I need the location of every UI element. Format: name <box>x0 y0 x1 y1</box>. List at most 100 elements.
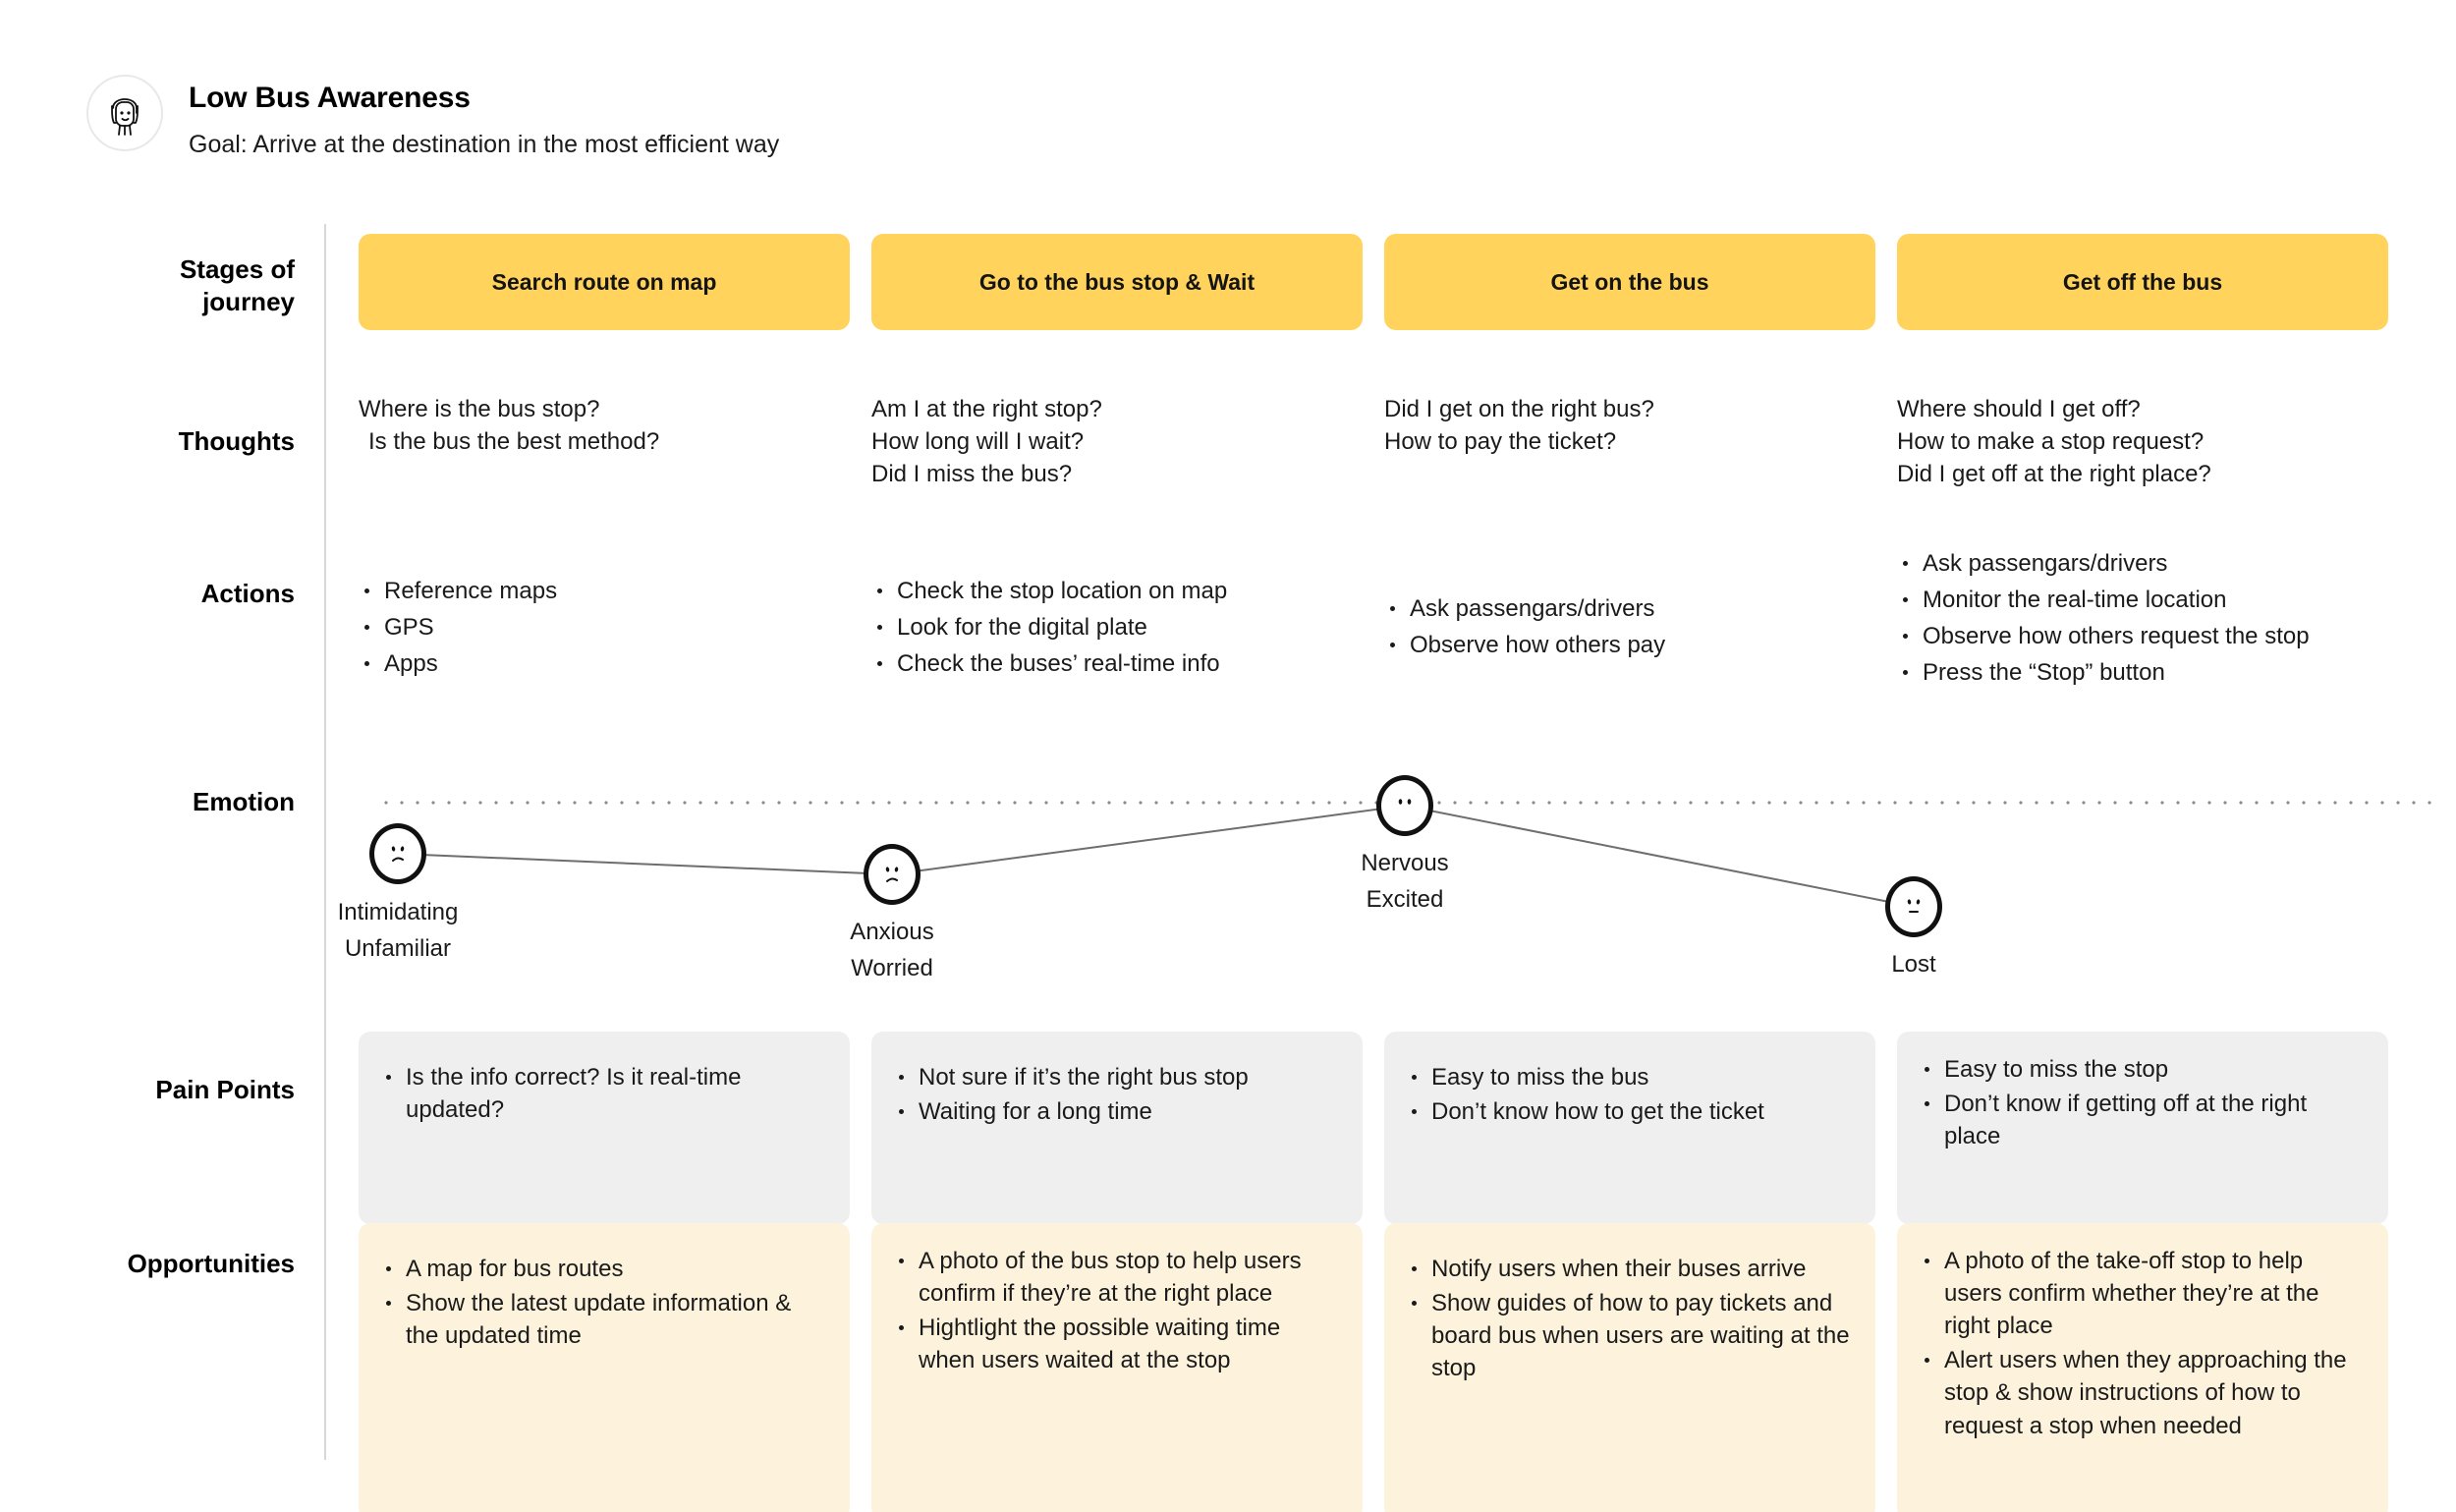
pain-list-1: Is the info correct? Is it real-time upd… <box>380 1061 824 1126</box>
nervous-face-icon <box>1398 799 1412 805</box>
stage-card-1[interactable]: Search route on map <box>359 234 850 330</box>
persona-goal: Goal: Arrive at the destination in the m… <box>189 131 780 158</box>
thought-line: Did I get off at the right place? <box>1897 461 2211 488</box>
list-item: Is the info correct? Is it real-time upd… <box>380 1061 824 1126</box>
row-label-emotion-text: Emotion <box>193 787 295 816</box>
emotion-label-2: Anxious Worried <box>850 914 933 986</box>
pain-card-2[interactable]: Not sure if it’s the right bus stop Wait… <box>871 1032 1363 1224</box>
emotion-label-line: Anxious <box>850 919 934 945</box>
pain-card-4[interactable]: Easy to miss the stop Don’t know if gett… <box>1897 1032 2388 1224</box>
emotion-node-4[interactable] <box>1885 876 1942 937</box>
list-item: Observe how others pay <box>1384 629 1875 661</box>
opportunity-column-4: A photo of the take-off stop to help use… <box>1897 1223 2388 1512</box>
stage-card-2[interactable]: Go to the bus stop & Wait <box>871 234 1363 330</box>
list-item: Waiting for a long time <box>893 1095 1337 1128</box>
thoughts-text-3: Did I get on the right bus? How to pay t… <box>1384 393 1875 458</box>
list-item: Observe how others request the stop <box>1897 620 2388 652</box>
pain-card-1[interactable]: Is the info correct? Is it real-time upd… <box>359 1032 850 1224</box>
row-label-pain-points: Pain Points <box>0 1074 295 1106</box>
emotion-node-2[interactable] <box>864 844 921 905</box>
list-item: Apps <box>359 647 850 680</box>
opportunity-card-1[interactable]: A map for bus routes Show the latest upd… <box>359 1223 850 1512</box>
list-item: Easy to miss the bus <box>1406 1061 1850 1093</box>
list-item: Not sure if it’s the right bus stop <box>893 1061 1337 1093</box>
row-label-emotion: Emotion <box>0 786 295 818</box>
actions-list-2: Check the stop location on map Look for … <box>871 575 1363 680</box>
list-item: Don’t know how to get the ticket <box>1406 1095 1850 1128</box>
opportunity-card-4[interactable]: A photo of the take-off stop to help use… <box>1897 1223 2388 1512</box>
thoughts-text-4: Where should I get off? How to make a st… <box>1897 393 2388 490</box>
opportunity-list-4: A photo of the take-off stop to help use… <box>1919 1245 2363 1442</box>
actions-row: Reference maps GPS Apps Check the stop l… <box>359 550 2456 693</box>
list-item: Check the stop location on map <box>871 575 1363 607</box>
page-title: Low Bus Awareness <box>189 82 471 114</box>
opportunity-list-3: Notify users when their buses arrive Sho… <box>1406 1253 1850 1384</box>
actions-column-4: Ask passengars/drivers Monitor the real-… <box>1897 550 2388 693</box>
row-label-actions: Actions <box>0 578 295 610</box>
thought-line: How to make a stop request? <box>1897 428 2205 456</box>
row-label-actions-text: Actions <box>200 579 295 608</box>
list-item: A photo of the take-off stop to help use… <box>1919 1245 2363 1342</box>
opportunity-list-2: A photo of the bus stop to help users co… <box>893 1245 1337 1376</box>
opportunity-card-2[interactable]: A photo of the bus stop to help users co… <box>871 1223 1363 1512</box>
row-label-stages: Stages of journey <box>0 253 295 317</box>
thoughts-text-2: Am I at the right stop? How long will I … <box>871 393 1363 490</box>
stage-card-4[interactable]: Get off the bus <box>1897 234 2388 330</box>
thoughts-column-4: Where should I get off? How to make a st… <box>1897 393 2388 490</box>
neutral-face-icon <box>1907 899 1921 913</box>
list-item: Reference maps <box>359 575 850 607</box>
emotion-node-3[interactable] <box>1376 775 1433 836</box>
actions-list-3: Ask passengars/drivers Observe how other… <box>1384 592 1875 661</box>
row-label-pain-points-text: Pain Points <box>155 1075 295 1104</box>
list-item: A photo of the bus stop to help users co… <box>893 1245 1337 1310</box>
worried-face-icon <box>885 867 899 882</box>
emotion-label-line: Worried <box>851 955 933 982</box>
opportunities-row: A map for bus routes Show the latest upd… <box>359 1223 2456 1512</box>
stage-column-3: Get on the bus <box>1384 234 1875 330</box>
emotion-line-path <box>397 804 1915 908</box>
pain-column-1: Is the info correct? Is it real-time upd… <box>359 1032 850 1224</box>
thought-line: Where is the bus stop? <box>359 396 600 422</box>
thoughts-column-2: Am I at the right stop? How long will I … <box>871 393 1363 490</box>
opportunity-column-1: A map for bus routes Show the latest upd… <box>359 1223 850 1512</box>
pain-list-3: Easy to miss the bus Don’t know how to g… <box>1406 1061 1850 1128</box>
stage-column-2: Go to the bus stop & Wait <box>871 234 1363 330</box>
actions-column-1: Reference maps GPS Apps <box>359 575 850 693</box>
pain-column-4: Easy to miss the stop Don’t know if gett… <box>1897 1032 2388 1224</box>
emotion-label-line: Nervous <box>1361 850 1449 876</box>
opportunity-card-3[interactable]: Notify users when their buses arrive Sho… <box>1384 1223 1875 1512</box>
emotion-node-1[interactable] <box>369 823 426 884</box>
pain-column-3: Easy to miss the bus Don’t know how to g… <box>1384 1032 1875 1224</box>
stage-column-1: Search route on map <box>359 234 850 330</box>
list-item: Notify users when their buses arrive <box>1406 1253 1850 1285</box>
pain-list-4: Easy to miss the stop Don’t know if gett… <box>1919 1053 2363 1152</box>
thought-line: Did I miss the bus? <box>871 461 1073 488</box>
list-item: Check the buses’ real-time info <box>871 647 1363 680</box>
pain-card-3[interactable]: Easy to miss the bus Don’t know how to g… <box>1384 1032 1875 1224</box>
thought-line: Did I get on the right bus? <box>1384 396 1654 422</box>
emotion-label-line: Unfamiliar <box>344 935 452 963</box>
thoughts-column-1: Where is the bus stop? Is the bus the be… <box>359 393 850 490</box>
worried-face-icon <box>391 846 405 862</box>
emotion-label-1: Intimidating Unfamiliar <box>338 894 459 967</box>
emotion-label-3: Nervous Excited <box>1361 845 1448 918</box>
stage-card-3[interactable]: Get on the bus <box>1384 234 1875 330</box>
actions-column-2: Check the stop location on map Look for … <box>871 575 1363 693</box>
stages-row: Search route on map Go to the bus stop &… <box>359 234 2456 330</box>
list-item: Show guides of how to pay tickets and bo… <box>1406 1287 1850 1384</box>
opportunity-column-2: A photo of the bus stop to help users co… <box>871 1223 1363 1512</box>
emotion-chart: Intimidating Unfamiliar Anxious Worried … <box>338 775 2431 1032</box>
thought-line: Am I at the right stop? <box>871 396 1102 422</box>
opportunity-column-3: Notify users when their buses arrive Sho… <box>1384 1223 1875 1512</box>
column-divider <box>324 224 326 1460</box>
row-label-opportunities: Opportunities <box>0 1248 295 1280</box>
row-label-opportunities-text: Opportunities <box>127 1249 295 1278</box>
row-label-stages-text: Stages of journey <box>179 254 295 316</box>
list-item: Don’t know if getting off at the right p… <box>1919 1088 2363 1152</box>
thought-line: Where should I get off? <box>1897 396 2141 422</box>
list-item: A map for bus routes <box>380 1253 824 1285</box>
list-item: Look for the digital plate <box>871 611 1363 644</box>
pain-list-2: Not sure if it’s the right bus stop Wait… <box>893 1061 1337 1128</box>
list-item: Monitor the real-time location <box>1897 584 2388 616</box>
